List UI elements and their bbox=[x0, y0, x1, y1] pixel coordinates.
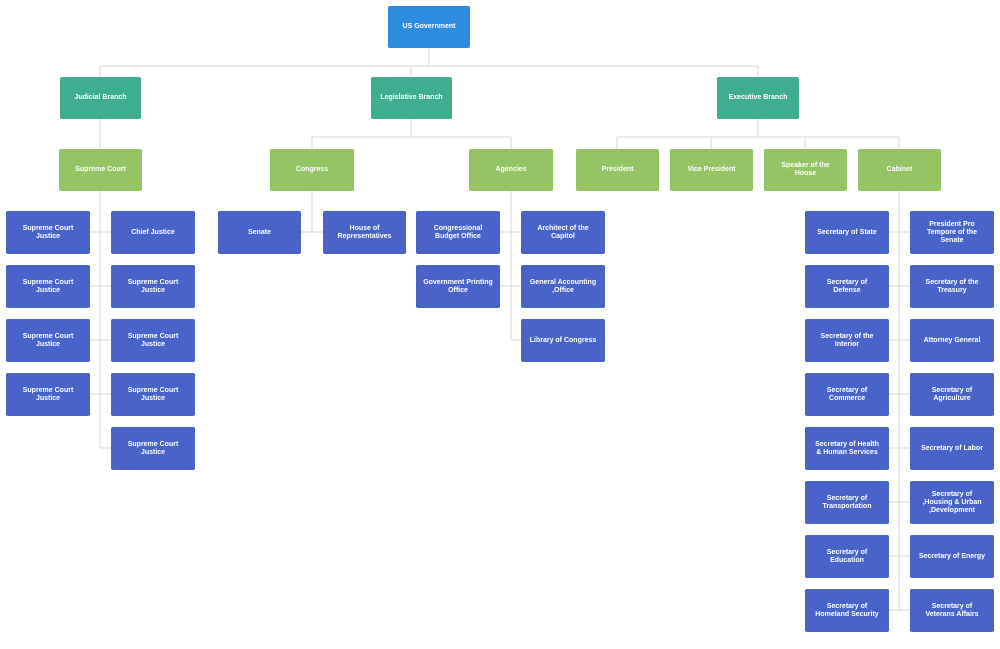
node-chief-justice[interactable]: Chief Justice bbox=[111, 211, 195, 254]
node-supreme-court[interactable]: Supreme Court bbox=[59, 149, 142, 191]
node-government-printing-office[interactable]: Government Printing Office bbox=[416, 265, 500, 308]
node-supreme-court-justice[interactable]: Supreme Court Justice bbox=[6, 319, 90, 362]
node-president-pro-tempore[interactable]: President Pro Tempore of the Senate bbox=[910, 211, 994, 254]
node-legislative-branch[interactable]: Legislative Branch bbox=[371, 77, 452, 119]
node-secretary-of-education[interactable]: Secretary of Education bbox=[805, 535, 889, 578]
node-secretary-of-state[interactable]: Secretary of State bbox=[805, 211, 889, 254]
node-house-of-representatives[interactable]: House of Representatives bbox=[323, 211, 406, 254]
node-congressional-budget-office[interactable]: Congressional Budget Office bbox=[416, 211, 500, 254]
node-congress[interactable]: Congress bbox=[270, 149, 354, 191]
node-secretary-of-the-interior[interactable]: Secretary of the Interior bbox=[805, 319, 889, 362]
node-secretary-of-the-treasury[interactable]: Secretary of the Treasury bbox=[910, 265, 994, 308]
node-supreme-court-justice[interactable]: Supreme Court Justice bbox=[111, 373, 195, 416]
node-judicial-branch[interactable]: Judicial Branch bbox=[60, 77, 141, 119]
node-library-of-congress[interactable]: Library of Congress bbox=[521, 319, 605, 362]
node-supreme-court-justice[interactable]: Supreme Court Justice bbox=[6, 211, 90, 254]
node-architect-of-the-capitol[interactable]: Architect of the Capitol bbox=[521, 211, 605, 254]
node-executive-branch[interactable]: Executive Branch bbox=[717, 77, 799, 119]
node-supreme-court-justice[interactable]: Supreme Court Justice bbox=[111, 265, 195, 308]
node-secretary-of-transportation[interactable]: Secretary of Transportation bbox=[805, 481, 889, 524]
node-cabinet[interactable]: Cabinet bbox=[858, 149, 941, 191]
node-secretary-of-agriculture[interactable]: Secretary of Agriculture bbox=[910, 373, 994, 416]
node-supreme-court-justice[interactable]: Supreme Court Justice bbox=[111, 427, 195, 470]
node-secretary-of-labor[interactable]: Secretary of Labor bbox=[910, 427, 994, 470]
node-president[interactable]: President bbox=[576, 149, 659, 191]
node-general-accounting-office[interactable]: General Accounting ,Office bbox=[521, 265, 605, 308]
node-secretary-of-commerce[interactable]: Secretary of Commerce bbox=[805, 373, 889, 416]
node-us-government[interactable]: US Government bbox=[388, 6, 470, 48]
node-secretary-of-health-human-services[interactable]: Secretary of Health & Human Services bbox=[805, 427, 889, 470]
node-secretary-of-veterans-affairs[interactable]: Secretary of Veterans Affairs bbox=[910, 589, 994, 632]
node-senate[interactable]: Senate bbox=[218, 211, 301, 254]
node-secretary-of-housing-urban-development[interactable]: Secretary of ,Housing & Urban ,Developme… bbox=[910, 481, 994, 524]
node-vice-president[interactable]: Vice President bbox=[670, 149, 753, 191]
node-secretary-of-energy[interactable]: Secretary of Energy bbox=[910, 535, 994, 578]
node-supreme-court-justice[interactable]: Supreme Court Justice bbox=[6, 265, 90, 308]
node-attorney-general[interactable]: Attorney General bbox=[910, 319, 994, 362]
node-supreme-court-justice[interactable]: Supreme Court Justice bbox=[111, 319, 195, 362]
node-agencies[interactable]: Agencies bbox=[469, 149, 553, 191]
node-supreme-court-justice[interactable]: Supreme Court Justice bbox=[6, 373, 90, 416]
node-speaker-of-the-house[interactable]: Speaker of the House bbox=[764, 149, 847, 191]
node-secretary-of-homeland-security[interactable]: Secretary of Homeland Security bbox=[805, 589, 889, 632]
node-secretary-of-defense[interactable]: Secretary of Defense bbox=[805, 265, 889, 308]
